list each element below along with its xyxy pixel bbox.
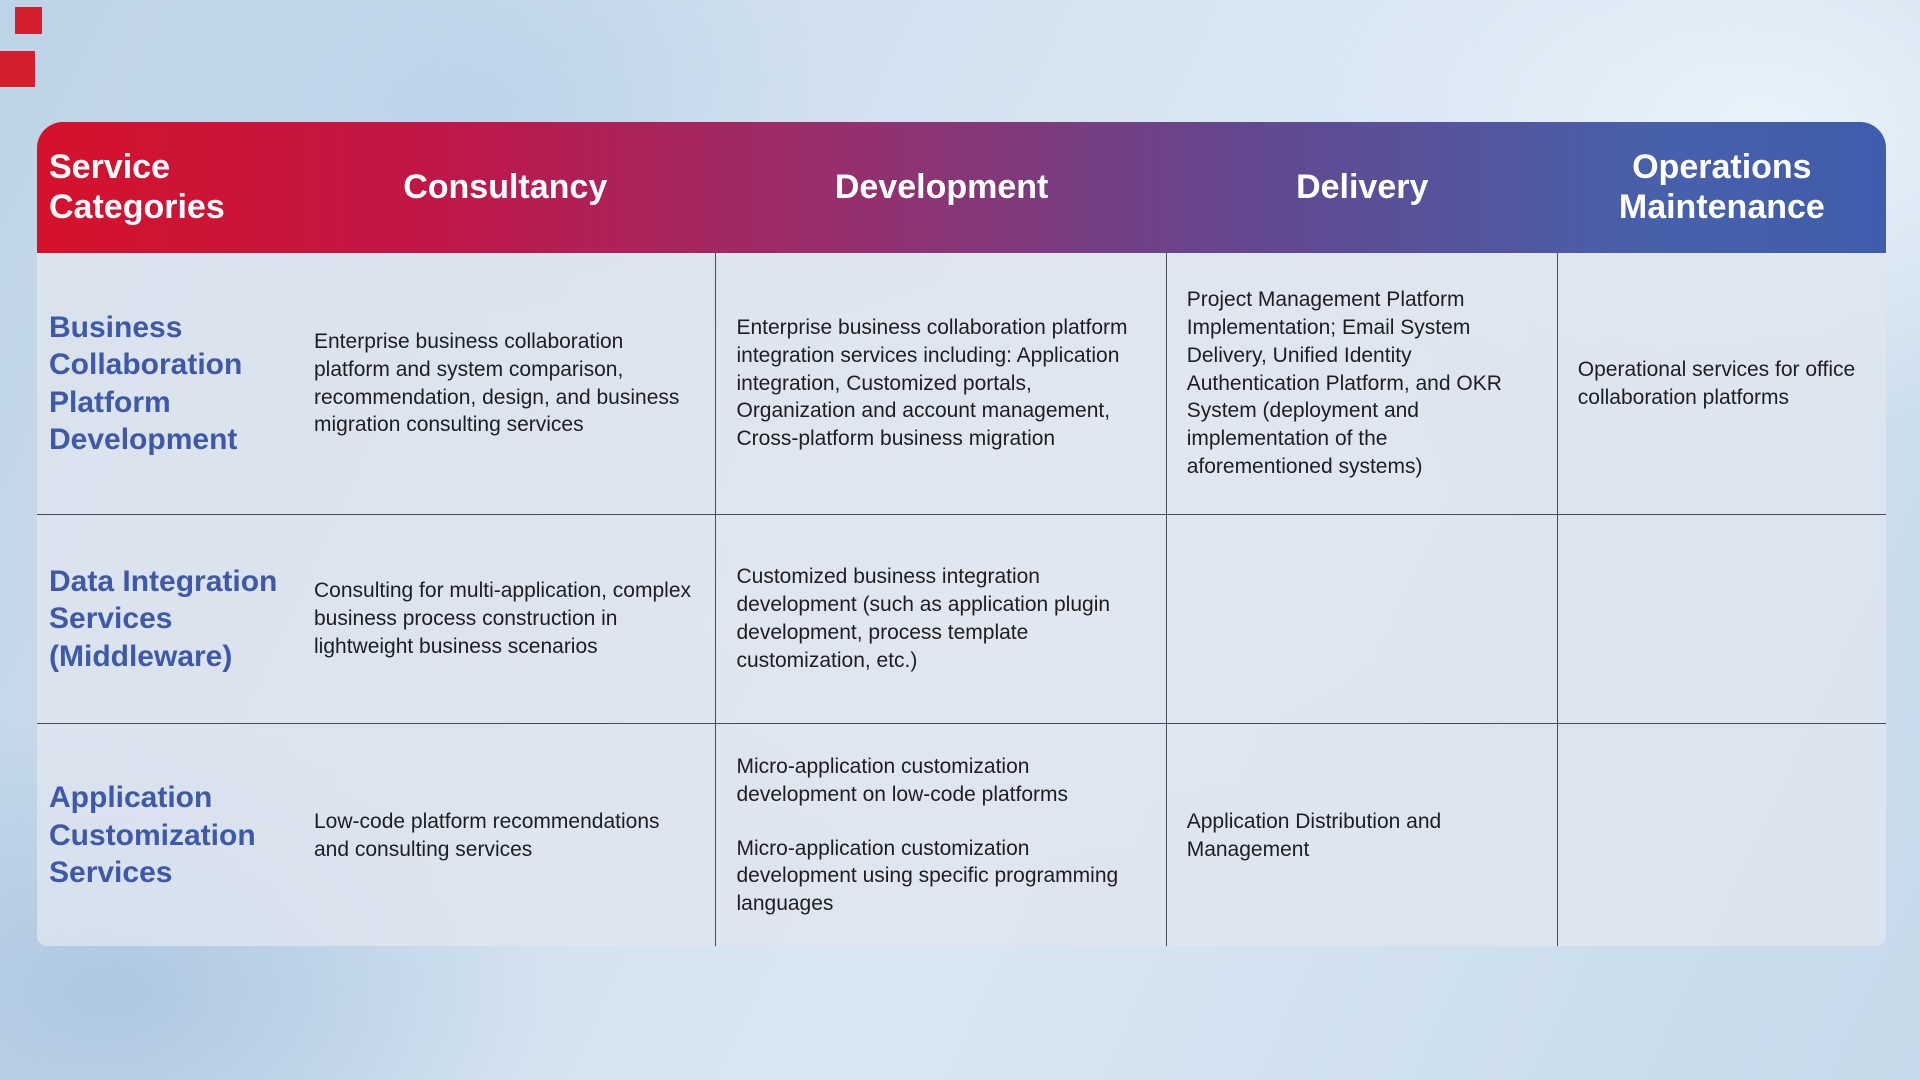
red-square-decoration (0, 51, 35, 87)
cell-consultancy: Consulting for multi-application, comple… (294, 515, 717, 723)
table-header-row: Service Categories Consultancy Developme… (37, 122, 1886, 253)
table-row: Business Collaboration Platform Developm… (37, 253, 1886, 515)
header-service-categories: Service Categories (37, 122, 294, 253)
table-row: Application Customization Services Low-c… (37, 724, 1886, 946)
cell-operations-maintenance (1558, 724, 1886, 946)
cell-consultancy: Enterprise business collaboration platfo… (294, 253, 717, 514)
cell-operations-maintenance: Operational services for office collabor… (1577, 357, 1856, 409)
cell-consultancy: Low-code platform recommendations and co… (294, 724, 717, 946)
cell-operations-maintenance (1558, 515, 1886, 723)
cell-delivery: Application Distribution and Management (1167, 724, 1558, 946)
cell-development: Micro-application customization developm… (716, 724, 1167, 946)
services-table: Service Categories Consultancy Developme… (37, 122, 1886, 946)
header-development: Development (716, 122, 1166, 253)
row-category-label: Business Collaboration Platform Developm… (49, 310, 243, 457)
row-category-label: Application Customization Services (49, 781, 256, 890)
cell-delivery (1167, 515, 1558, 723)
row-category-label: Data Integration Services (Middleware) (49, 564, 278, 673)
header-label: Service Categories (49, 148, 225, 226)
cell-development: Enterprise business collaboration platfo… (716, 253, 1167, 514)
header-consultancy: Consultancy (294, 122, 716, 253)
cell-paragraph: Micro-application customization developm… (736, 836, 1119, 916)
red-square-decoration (15, 7, 42, 34)
header-operations-maintenance: Operations Maintenance (1558, 122, 1886, 253)
header-delivery: Delivery (1167, 122, 1558, 253)
cell-delivery: Project Management Platform Implementati… (1167, 253, 1558, 514)
cell-development: Customized business integration developm… (716, 515, 1167, 723)
cell-paragraph: Micro-application customization developm… (736, 754, 1068, 806)
header-label: Development (834, 167, 1049, 206)
header-label: Delivery (1296, 167, 1429, 206)
header-label: Operations Maintenance (1618, 148, 1825, 226)
table-row: Data Integration Services (Middleware) C… (37, 515, 1886, 724)
header-label: Consultancy (403, 167, 608, 206)
